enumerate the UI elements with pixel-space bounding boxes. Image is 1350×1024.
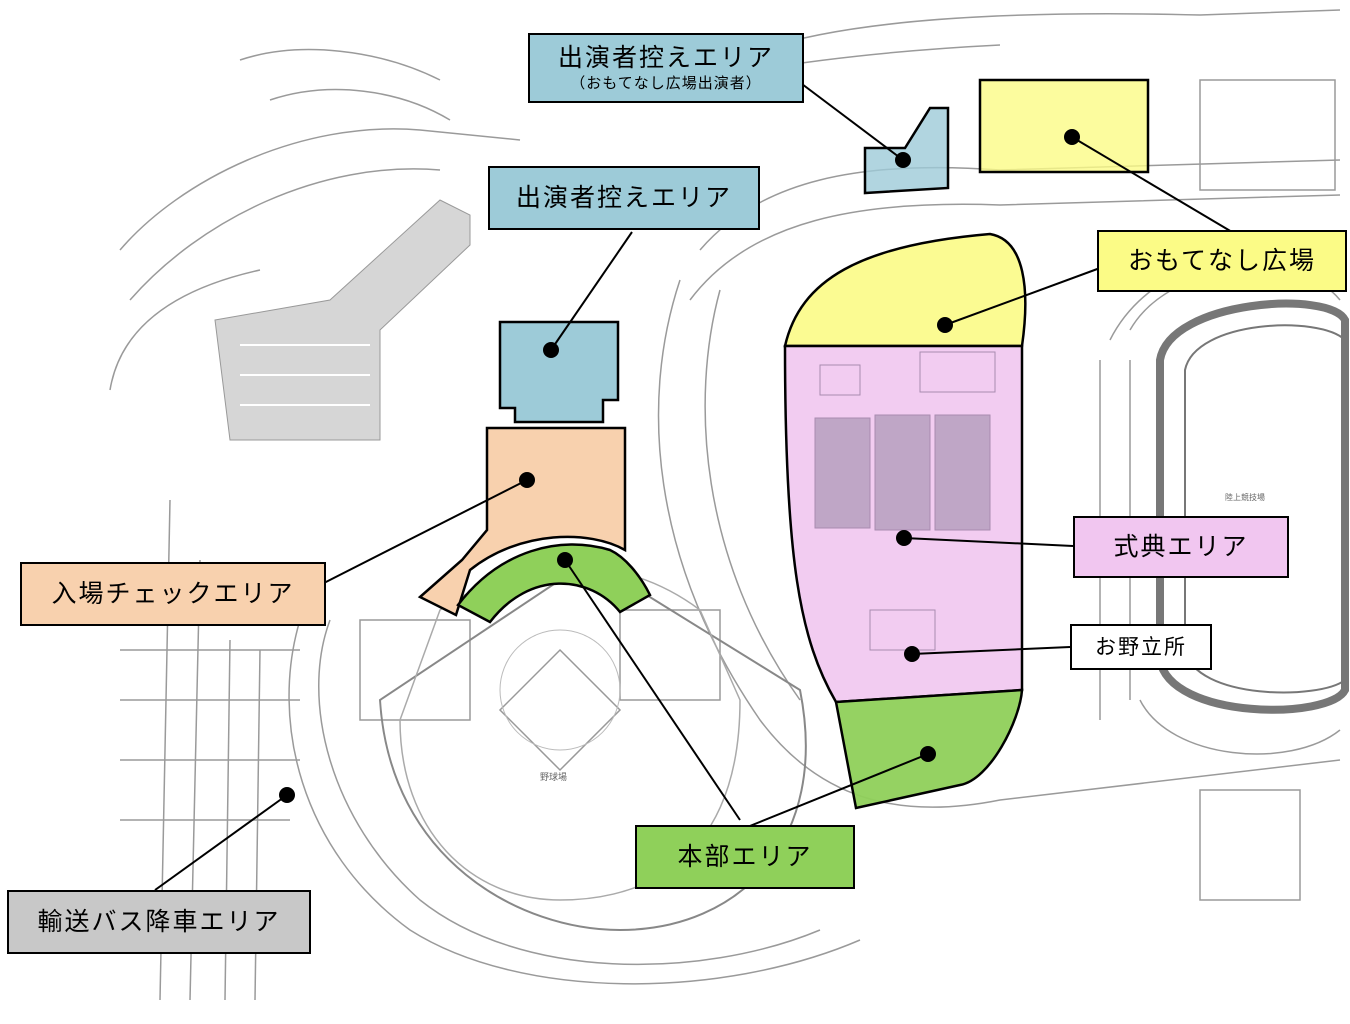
parking-lot [214, 199, 471, 441]
label-omotenashi-plaza: おもてなし広場 [1097, 230, 1347, 292]
label-onoda-place-title: お野立所 [1095, 634, 1187, 659]
label-headquarters-area-title: 本部エリア [677, 841, 813, 871]
zone-entry-check [417, 426, 627, 617]
label-headquarters-area: 本部エリア [635, 825, 855, 889]
label-entry-check-area-title: 入場チェックエリア [51, 578, 295, 608]
leader-dots [279, 129, 1080, 803]
label-performer-waiting-top: 出演者控えエリア （おもてなし広場出演者） [528, 33, 804, 103]
label-performer-waiting-top-sub: （おもてなし広場出演者） [570, 73, 762, 92]
label-entry-check-area: 入場チェックエリア [20, 562, 326, 626]
leader-lines [154, 74, 1233, 891]
zone-headquarters-arc [456, 543, 652, 624]
zone-omotenashi-plaza [783, 232, 1027, 348]
label-performer-waiting-top-title: 出演者控えエリア [557, 43, 774, 72]
ceremony-seating [814, 351, 996, 651]
track-small-text: 陸上競技場 [1225, 492, 1265, 502]
athletics-track: 陸上競技場 [1156, 299, 1349, 714]
zone-omotenashi-top [978, 78, 1150, 174]
label-ceremony-area-title: 式典エリア [1113, 531, 1249, 561]
label-performer-waiting-mid-title: 出演者控えエリア [515, 182, 732, 212]
label-bus-dropoff-area: 輸送バス降車エリア [7, 890, 311, 954]
zones [417, 78, 1150, 810]
label-ceremony-area: 式典エリア [1073, 516, 1289, 578]
label-performer-waiting-mid: 出演者控えエリア [488, 166, 760, 230]
stadium-small-text: 野球場 [540, 771, 567, 783]
label-bus-dropoff-area-title: 輸送バス降車エリア [37, 906, 281, 936]
label-onoda-place: お野立所 [1070, 624, 1212, 670]
zone-performer-waiting-mid [498, 320, 620, 424]
zone-performer-waiting-top [863, 106, 950, 195]
label-omotenashi-plaza-title: おもてなし広場 [1127, 245, 1316, 275]
